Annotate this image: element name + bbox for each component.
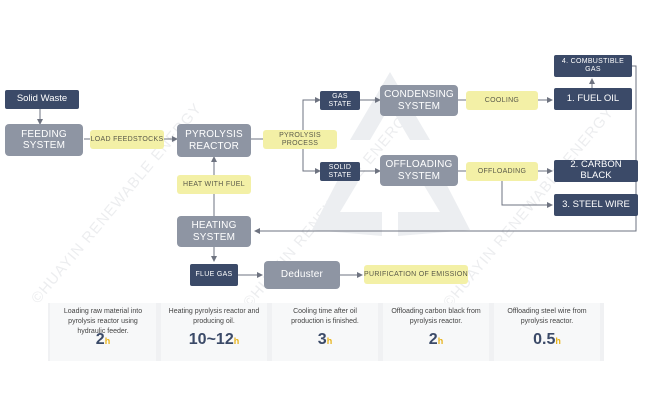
card-background [50, 303, 156, 361]
purification-label: PURIFICATION OF EMISSION [364, 265, 468, 284]
steel-wire-node: 3. STEEL WIRE [554, 194, 638, 216]
offloading-system-label-line2: SYSTEM [397, 170, 441, 182]
timeline-card: Heating pyrolysis reactor and producing … [161, 303, 267, 361]
card-background [272, 303, 378, 361]
timeline-number: 3 [317, 331, 327, 348]
heating-system-label-line1: HEATING [191, 220, 237, 232]
solid-state-node: SOLID STATE [320, 162, 360, 181]
timeline-card: Offloading carbon black from pyrolysis r… [383, 303, 489, 361]
pyrolysis-reactor-label-line1: PYROLYSIS [185, 129, 243, 141]
timeline-number: 0.5 [533, 331, 556, 348]
fuel-oil-node: 1. FUEL OIL [554, 88, 632, 110]
card-background [383, 303, 489, 361]
timeline-value: 0.5h [494, 331, 600, 349]
feeding-system-label-line2: SYSTEM [22, 140, 66, 151]
timeline-caption: Offloading steel wire from pyrolysis rea… [507, 308, 587, 325]
condensing-system-label-line1: CONDENSING [384, 89, 454, 101]
timeline-unit: h [555, 336, 561, 346]
timeline-caption: Cooling time after oil production is fin… [291, 308, 359, 325]
timeline-card: Loading raw material into pyrolysis reac… [50, 303, 156, 361]
timeline-unit: h [104, 336, 111, 346]
cooling-label: COOLING [466, 91, 538, 110]
timeline-caption: Offloading carbon black from pyrolysis r… [391, 308, 481, 325]
flue-gas-node: FLUE GAS [190, 264, 238, 286]
timeline-value: 2h [383, 331, 489, 349]
card-background [161, 303, 267, 361]
timeline-number: 2 [95, 331, 105, 348]
timeline-caption: Loading raw material into pyrolysis reac… [63, 308, 143, 335]
carbon-black-node: 2. CARBON BLACK [554, 160, 638, 182]
timeline-unit: h [437, 336, 444, 346]
timeline-unit: h [326, 336, 333, 346]
heating-system-label-line2: SYSTEM [192, 231, 236, 243]
timeline-number: 2 [428, 331, 438, 348]
load-feedstocks-label: LOAD FEEDSTOCKS [90, 130, 164, 149]
offloading-system-node: OFFLOADING SYSTEM [380, 155, 458, 186]
timeline-number: 10~12 [188, 331, 234, 348]
heat-with-fuel-label: HEAT WITH FUEL [177, 175, 251, 194]
timeline-caption: Heating pyrolysis reactor and producing … [168, 308, 260, 325]
timeline-value: 3h [272, 331, 378, 349]
deduster-node: Deduster [264, 261, 340, 289]
timeline-value: 2h [50, 331, 156, 349]
combustible-gas-node: 4. COMBUSTIBLE GAS [554, 55, 632, 77]
card-background [494, 303, 600, 361]
feeding-system-node: FEEDING SYSTEM [5, 124, 83, 156]
heating-system-node: HEATING SYSTEM [177, 216, 251, 247]
condensing-system-node: CONDENSING SYSTEM [380, 85, 458, 116]
timeline-strip: Loading raw material into pyrolysis reac… [48, 303, 604, 361]
gas-state-node: GAS STATE [320, 91, 360, 110]
solid-waste-node: Solid Waste [5, 90, 79, 109]
offloading-system-label-line1: OFFLOADING [385, 159, 453, 171]
pyrolysis-reactor-node: PYROLYSIS REACTOR [177, 124, 251, 157]
timeline-value: 10~12h [161, 331, 267, 349]
timeline-unit: h [233, 336, 240, 346]
feeding-system-label-line1: FEEDING [21, 128, 67, 140]
timeline-card: Offloading steel wire from pyrolysis rea… [494, 303, 600, 361]
offloading-label: OFFLOADING [466, 162, 538, 181]
condensing-system-label-line2: SYSTEM [397, 100, 441, 112]
timeline-card: Cooling time after oil production is fin… [272, 303, 378, 361]
pyrolysis-reactor-label-line2: REACTOR [188, 140, 240, 152]
pyrolysis-process-label: Pyrolysis Process [263, 130, 337, 149]
